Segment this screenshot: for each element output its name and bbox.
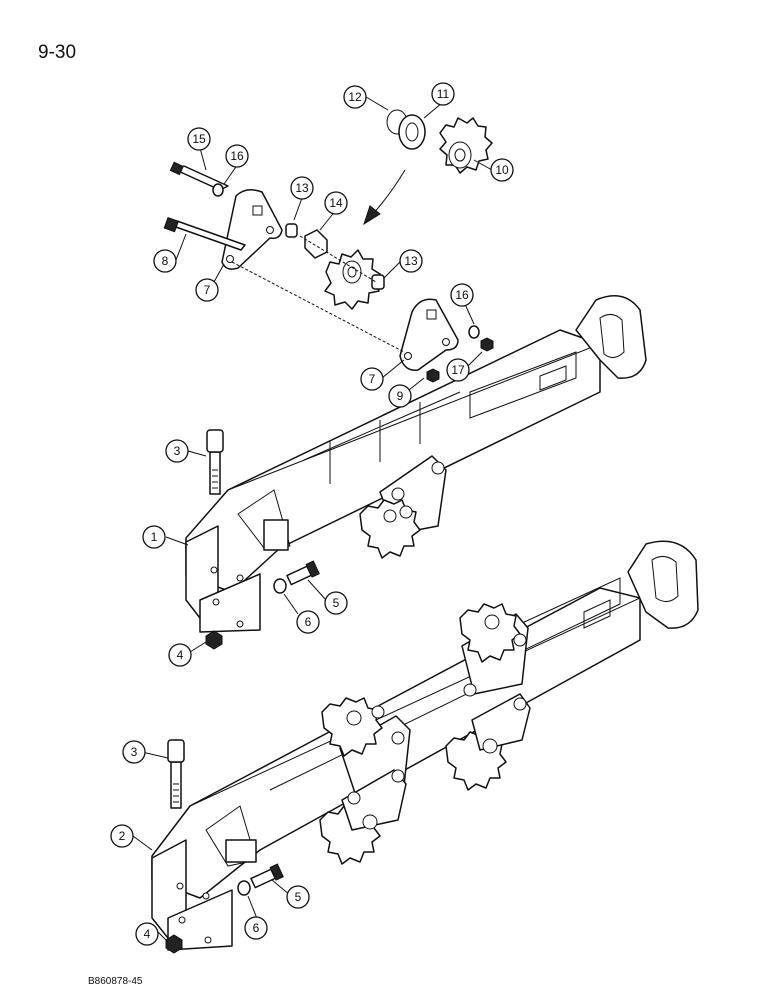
callout-1: 1: [142, 525, 166, 549]
callout-14: 14: [324, 191, 348, 215]
spacer-washer-left: [285, 223, 298, 238]
bolt-long: [163, 216, 246, 251]
callout-4-lower: 4: [135, 922, 159, 946]
callout-16-lower: 16: [450, 283, 474, 307]
callout-7-upper: 7: [195, 278, 219, 302]
callout-4-upper-label: 4: [177, 648, 184, 662]
callout-15-label: 15: [192, 132, 206, 146]
washer-lower: [468, 325, 480, 339]
callout-5-lower: 5: [286, 885, 310, 909]
idler-assembly-exploded: [163, 109, 494, 383]
bracket-left: [221, 189, 283, 270]
sprocket-middle: [324, 249, 381, 310]
callout-16-upper-label: 16: [230, 149, 244, 163]
bearing: [398, 114, 426, 150]
callout-6-upper-label: 6: [305, 615, 312, 629]
spacer: [304, 229, 328, 259]
callout-7-lower-label: 7: [369, 372, 376, 386]
fasteners-upper: [205, 429, 320, 650]
callout-13-upper-label: 13: [295, 181, 309, 195]
callout-3-upper: 3: [165, 439, 189, 463]
washer-upper: [212, 183, 224, 197]
callout-12-label: 12: [348, 90, 362, 104]
callout-6-upper: 6: [296, 610, 320, 634]
figure-code: B860878-45: [88, 976, 143, 987]
callout-10: 10: [490, 158, 514, 182]
callout-16-upper: 16: [225, 144, 249, 168]
callout-8-label: 8: [162, 254, 169, 268]
callout-3-upper-label: 3: [174, 444, 181, 458]
callout-15: 15: [187, 127, 211, 151]
callout-2: 2: [110, 824, 134, 848]
callout-7-lower: 7: [360, 367, 384, 391]
callout-5-upper-label: 5: [333, 596, 340, 610]
callout-5-upper: 5: [324, 591, 348, 615]
bracket-right: [399, 298, 459, 371]
callout-12: 12: [343, 85, 367, 109]
callout-11: 11: [431, 82, 455, 106]
callout-11-label: 11: [437, 87, 450, 101]
callout-4-upper: 4: [168, 643, 192, 667]
callout-9: 9: [388, 384, 412, 408]
callout-8: 8: [153, 249, 177, 273]
nut-17: [480, 337, 494, 352]
callout-13-lower: 13: [399, 249, 423, 273]
page-number: 9-30: [38, 42, 77, 63]
sprocket-upper: [439, 117, 493, 174]
sprocket-pair-front: [319, 697, 411, 865]
callout-6-lower-label: 6: [253, 921, 260, 935]
nut-9: [426, 368, 440, 383]
callout-13-lower-label: 13: [404, 254, 418, 268]
spacer-washer-right: [371, 274, 385, 290]
callout-14-label: 14: [329, 196, 343, 210]
callout-3-lower: 3: [122, 740, 146, 764]
callout-1-label: 1: [151, 530, 158, 544]
arm-assembly-lower: [151, 540, 699, 951]
callout-13-upper: 13: [290, 176, 314, 200]
callout-9-label: 9: [397, 389, 404, 403]
bolt-short: [169, 161, 229, 191]
callout-6-lower: 6: [244, 916, 268, 940]
callout-10-label: 10: [495, 163, 509, 177]
callout-4-lower-label: 4: [144, 927, 151, 941]
callout-2-label: 2: [119, 829, 126, 843]
sprocket-pair-rear: [445, 603, 531, 791]
fasteners-lower: [165, 739, 284, 954]
callout-17-label: 17: [451, 363, 465, 377]
callout-5-lower-label: 5: [295, 890, 302, 904]
callout-17: 17: [446, 358, 470, 382]
install-arrow: [371, 169, 406, 216]
arm-assembly-upper: [185, 295, 647, 633]
callout-7-upper-label: 7: [204, 283, 211, 297]
callout-3-lower-label: 3: [131, 745, 138, 759]
callout-16-lower-label: 16: [455, 288, 469, 302]
